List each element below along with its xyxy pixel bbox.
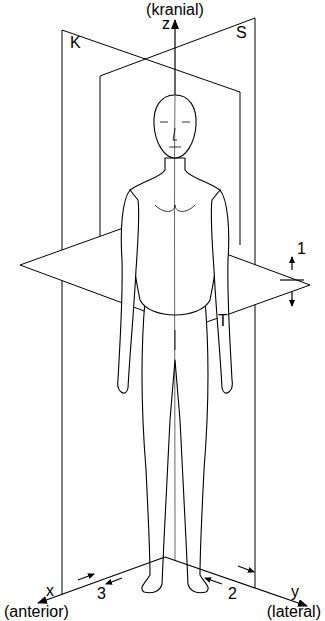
callout-number: 2 xyxy=(228,585,237,603)
dimension-arrow xyxy=(78,574,94,580)
axis-label: (lateral) xyxy=(267,603,321,621)
plane-label: K xyxy=(70,34,81,52)
plane-label: T xyxy=(218,312,228,330)
x-axis xyxy=(38,557,165,603)
dimension-arrow xyxy=(238,566,254,572)
axis-label: x xyxy=(46,582,54,600)
axis-label: (kranial) xyxy=(146,1,204,19)
plane-label: S xyxy=(236,24,247,42)
dimension-arrow xyxy=(106,578,122,584)
human-figure xyxy=(118,95,233,593)
callout-number: 3 xyxy=(97,585,106,603)
z-axis xyxy=(174,20,175,95)
dimension-arrow xyxy=(291,292,292,306)
dimension-arrow xyxy=(205,578,222,584)
y-axis xyxy=(165,557,307,606)
callout-number: 1 xyxy=(297,240,306,258)
dimension-arrow xyxy=(291,257,292,270)
axis-label: y xyxy=(291,583,299,601)
dimension-tick xyxy=(280,279,304,280)
axis-label: (anterior) xyxy=(4,603,69,621)
axis-label: z xyxy=(162,15,170,33)
